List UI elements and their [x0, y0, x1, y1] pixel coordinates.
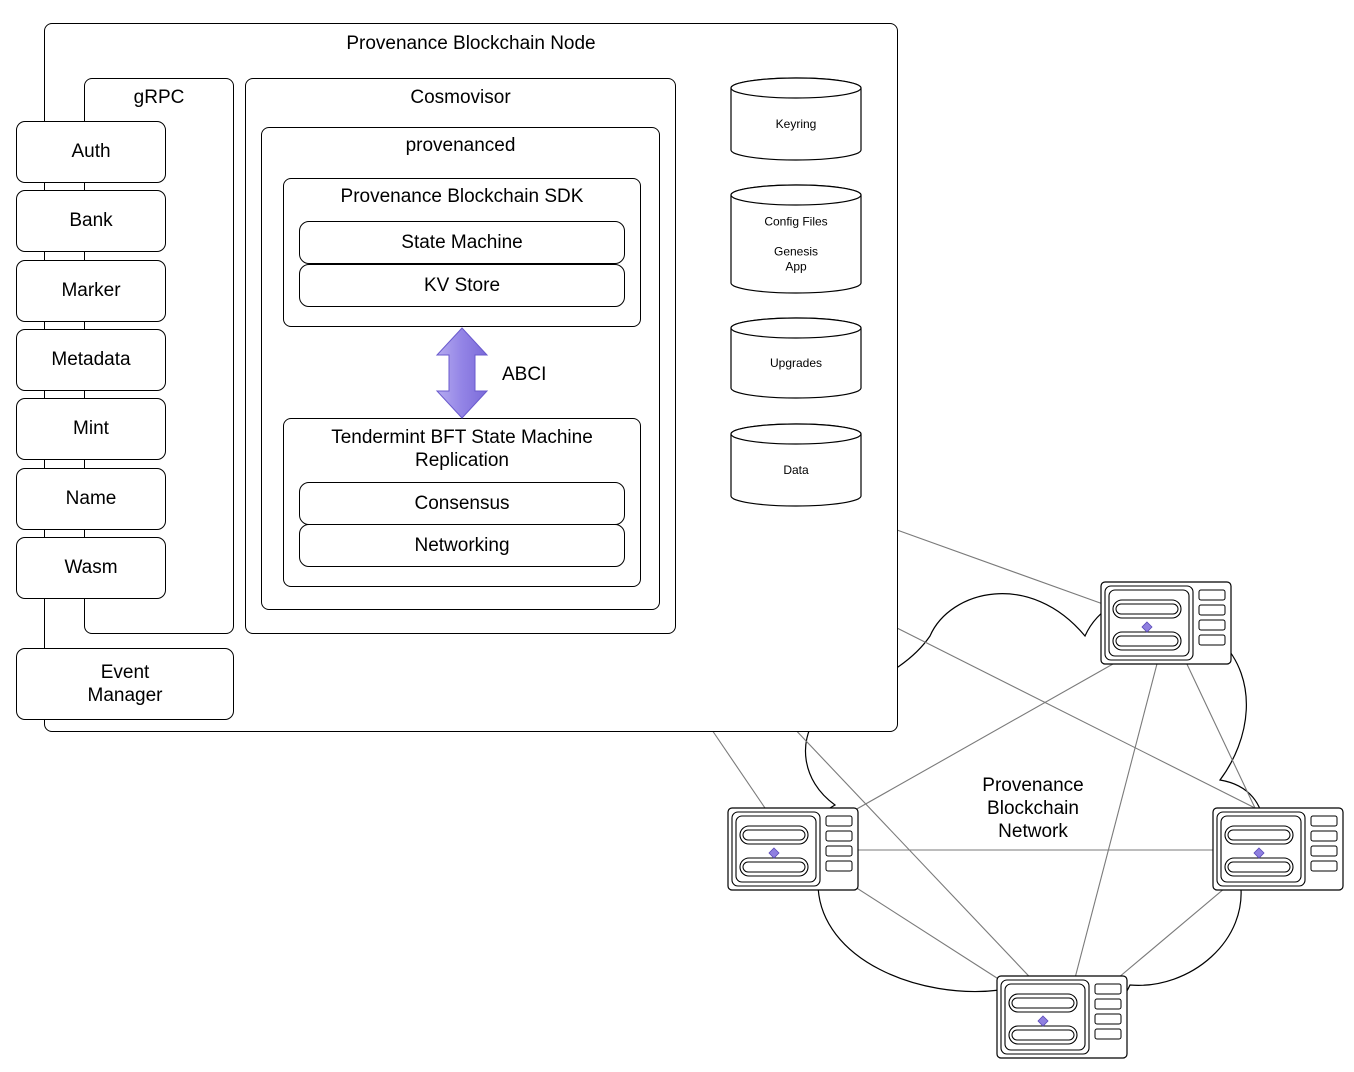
tendermint-title-line1: Tendermint BFT State Machine: [331, 427, 593, 448]
module-bank[interactable]: Bank: [16, 190, 166, 252]
module-name[interactable]: Name: [16, 468, 166, 530]
provenanced-title: provenanced: [405, 135, 516, 156]
network-label-line3: Network: [998, 821, 1068, 842]
event-manager-line2: Manager: [87, 685, 163, 706]
kv-store[interactable]: KV Store: [299, 264, 625, 307]
network-node-right-server-rack-icon: [1212, 807, 1344, 891]
network-label-line2: Blockchain: [987, 798, 1079, 819]
module-mint[interactable]: Mint: [16, 398, 166, 460]
event-manager[interactable]: Event Manager: [16, 648, 234, 720]
event-manager-line1: Event: [100, 662, 150, 683]
module-wasm[interactable]: Wasm: [16, 537, 166, 599]
sdk-title: Provenance Blockchain SDK: [340, 186, 584, 207]
module-marker[interactable]: Marker: [16, 260, 166, 322]
state-machine[interactable]: State Machine: [299, 221, 625, 264]
cosmovisor-title: Cosmovisor: [410, 87, 511, 108]
tendermint-title-line2: Replication: [415, 450, 509, 471]
network-label-line1: Provenance: [982, 775, 1083, 796]
grpc-title: gRPC: [133, 87, 185, 108]
node-title: Provenance Blockchain Node: [346, 33, 596, 54]
module-metadata[interactable]: Metadata: [16, 329, 166, 391]
module-auth[interactable]: Auth: [16, 121, 166, 183]
consensus[interactable]: Consensus: [299, 482, 625, 525]
network-node-top-server-rack-icon: [1100, 581, 1232, 665]
network-node-bottom-server-rack-icon: [996, 975, 1128, 1059]
network-node-left-server-rack-icon: [727, 807, 859, 891]
networking[interactable]: Networking: [299, 524, 625, 567]
network-links: [711, 529, 1256, 991]
